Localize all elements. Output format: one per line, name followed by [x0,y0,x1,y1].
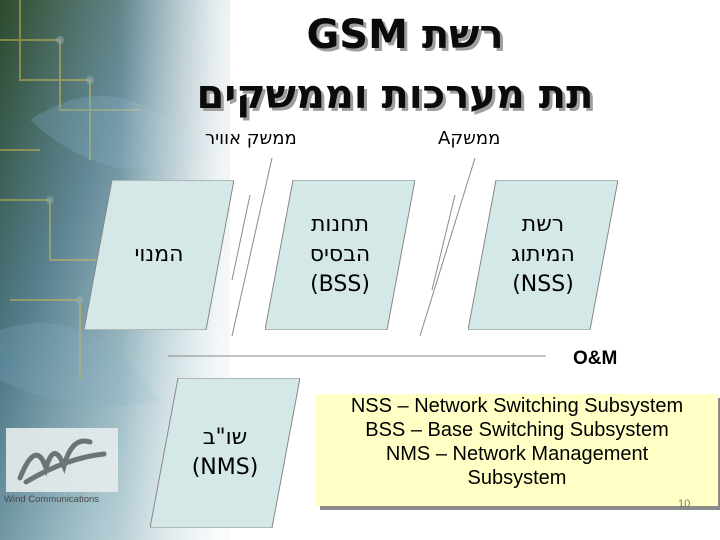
nss-label-line3: (NSS) [512,272,574,297]
air-interface-line-2 [231,194,251,281]
nms-node[interactable]: שו"ב (NMS) [150,378,300,528]
air-interface-label: ממשק אוויר [205,128,297,149]
slide-subtitle: תת מערכות וממשקים [196,72,594,118]
nss-node[interactable]: רשת המיתוג (NSS) [468,180,618,330]
bss-label-line1: תחנות [310,212,370,237]
bss-label-line3: (BSS) [310,272,370,297]
om-label: O&M [573,348,618,369]
nms-label-line1: שו"ב [202,425,248,450]
nms-label-line2: (NMS) [191,455,259,480]
page-number: 10 [678,498,691,510]
a-interface-label: ממשקA [438,128,501,149]
slide-title: רשת GSM [306,12,504,58]
nss-shape [468,180,618,330]
legend-line-nms: NMS – Network Management [385,443,649,465]
a-interface-line-1 [419,157,476,337]
legend-box: NSS – Network Switching Subsystem BSS – … [316,394,718,506]
logo-caption: Wind Communications [4,494,100,505]
subscriber-node[interactable]: המנוי [84,180,234,330]
bss-node[interactable]: תחנות הבסיס (BSS) [265,180,415,330]
a-interface-line-2 [431,194,456,291]
bss-label-line2: הבסיס [309,242,371,267]
nss-label-line1: רשת [521,212,565,237]
nms-shape [150,378,300,528]
air-interface-line-1 [231,157,273,337]
nss-label-line2: המיתוג [511,242,575,267]
legend-line-nms-cont: Subsystem [467,467,567,489]
legend-line-bss: BSS – Base Switching Subsystem [365,419,669,441]
legend-line-nss: NSS – Network Switching Subsystem [350,395,684,417]
wind-logo-icon [6,428,118,492]
bss-shape [265,180,415,330]
subscriber-shape [84,180,234,330]
subscriber-label: המנוי [134,242,184,267]
